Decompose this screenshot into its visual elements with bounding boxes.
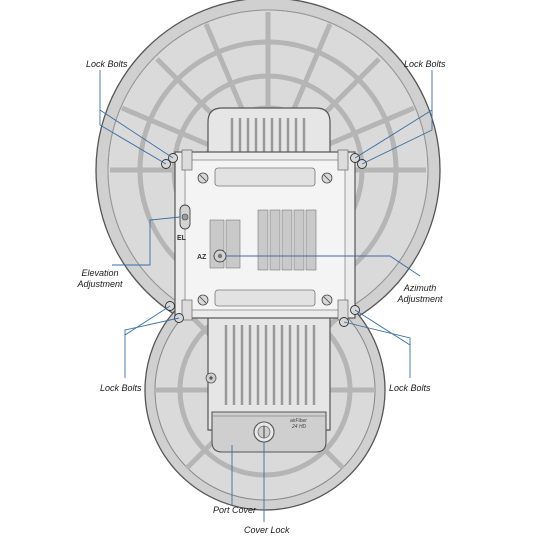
callout-line-elevation — [112, 216, 181, 266]
callout-line-lock-bolts-top-left-b — [99, 110, 167, 165]
callout-line-azimuth — [226, 255, 421, 277]
lock-bolt-top-left[interactable] — [161, 153, 178, 169]
az-marking: AZ — [197, 254, 207, 261]
azimuth-adjustment-knob[interactable] — [213, 249, 227, 263]
label-port-cover: Port Cover — [213, 505, 257, 515]
label-elevation-adjustment: Elevation Adjustment — [70, 268, 130, 290]
el-marking: EL — [177, 235, 187, 242]
callout-line-lock-bolts-bottom-right-b — [343, 321, 411, 345]
label-cover-lock: Cover Lock — [244, 525, 290, 535]
mounting-bracket — [174, 149, 356, 321]
label-elevation-line1: Elevation — [81, 268, 119, 278]
callout-lines — [99, 70, 433, 522]
label-lock-bolts-bottom-right: Lock Bolts — [389, 383, 431, 393]
label-azimuth-line1: Azimuth — [403, 283, 437, 293]
model-text: 24 HD — [291, 424, 307, 430]
elevation-adjustment-slot[interactable] — [179, 204, 191, 230]
callout-line-lock-bolts-bottom-left-b — [124, 317, 180, 335]
label-lock-bolts-top-left: Lock Bolts — [86, 59, 128, 69]
cover-lock-knob[interactable] — [253, 421, 275, 443]
label-azimuth-line2: Adjustment — [397, 294, 443, 304]
label-azimuth-adjustment: Azimuth Adjustment — [388, 283, 452, 305]
label-lock-bolts-top-right: Lock Bolts — [404, 59, 446, 69]
callout-line-lock-bolts-top-right-b — [361, 110, 433, 165]
label-lock-bolts-bottom-left: Lock Bolts — [100, 383, 142, 393]
label-elevation-line2: Adjustment — [77, 279, 123, 289]
brand-logo-text: airFiber — [290, 418, 307, 424]
